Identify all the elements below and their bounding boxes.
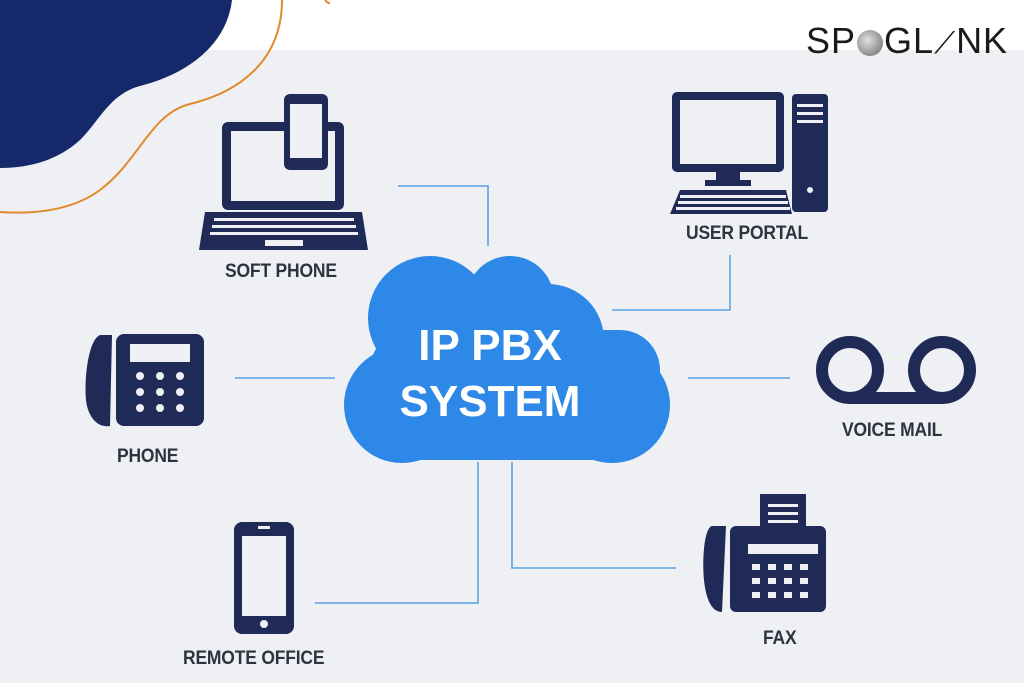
connector-remote-office <box>315 462 479 604</box>
remote-office-label: REMOTE OFFICE <box>183 648 325 669</box>
center-title: IP PBX SYSTEM <box>340 318 640 430</box>
brand-text-tail: NK <box>956 20 1009 61</box>
desktop-computer-icon <box>670 92 828 214</box>
voicemail-icon <box>816 336 976 404</box>
connector-soft-phone <box>398 185 489 246</box>
mobile-phone-icon <box>234 522 294 634</box>
brand-text-prefix: SP <box>806 20 857 61</box>
soft-phone-label: SOFT PHONE <box>225 261 337 282</box>
fax-machine-icon <box>703 494 826 612</box>
user-portal-label: USER PORTAL <box>686 223 808 244</box>
connector-fax <box>511 462 676 569</box>
center-title-line2: SYSTEM <box>399 377 581 426</box>
link-icon: ⟋ <box>934 27 957 60</box>
phone-label: PHONE <box>117 446 179 467</box>
corner-decoration <box>0 0 330 214</box>
desk-phone-icon <box>85 334 204 427</box>
moon-icon <box>857 30 884 56</box>
cloud-shape <box>344 256 670 463</box>
center-title-line1: IP PBX <box>418 321 562 370</box>
voice-mail-label: VOICE MAIL <box>842 420 943 441</box>
brand-text-middle: GL <box>884 20 935 61</box>
brand-logo: SP GL⟋NK <box>806 20 1008 62</box>
connector-lines <box>235 185 790 604</box>
fax-label: FAX <box>763 628 797 649</box>
laptop-phone-icon <box>199 94 368 250</box>
connector-user-portal <box>612 255 731 311</box>
